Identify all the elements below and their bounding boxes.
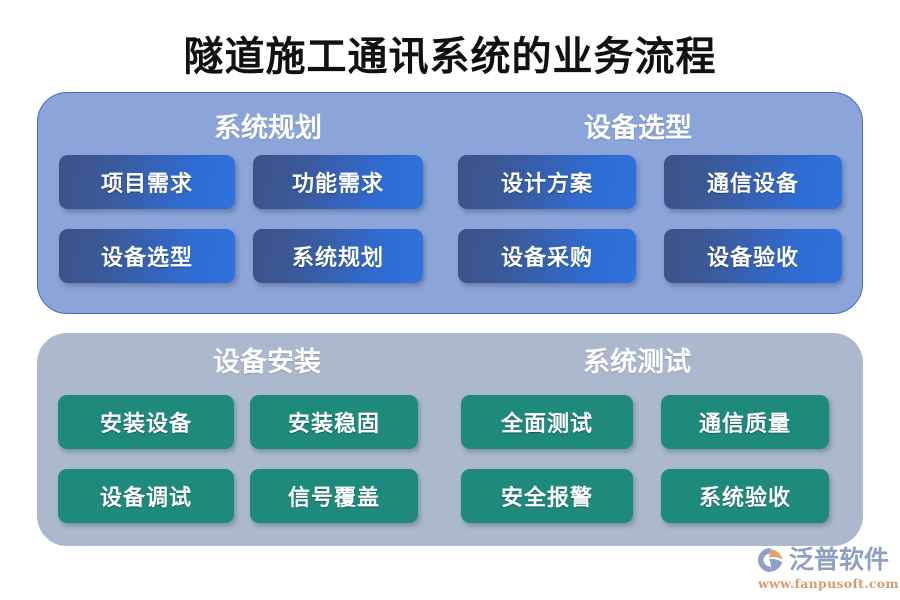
card-project-requirements[interactable]: 项目需求: [59, 155, 235, 209]
card-label: 通信质量: [698, 411, 791, 437]
brand-logo: 泛普软件 www.fanpusoft.com: [756, 545, 899, 593]
card-label: 安装稳固: [287, 411, 380, 437]
card-equipment-acceptance[interactable]: 设备验收: [664, 229, 842, 283]
card-install-equipment[interactable]: 安装设备: [58, 395, 234, 449]
card-label: 设备调试: [99, 485, 192, 511]
card-install-stability[interactable]: 安装稳固: [250, 395, 418, 449]
card-label: 功能需求: [291, 171, 384, 197]
group-header-equipment-selection: 设备选型: [584, 113, 692, 144]
brand-name: 泛普软件: [789, 545, 890, 574]
card-communication-equipment[interactable]: 通信设备: [664, 155, 842, 209]
card-safety-alarm[interactable]: 安全报警: [461, 469, 633, 523]
card-design-scheme[interactable]: 设计方案: [458, 155, 636, 209]
brand-logo-row: 泛普软件: [756, 545, 892, 575]
brand-url: www.fanpusoft.com: [758, 576, 899, 591]
card-label: 安装设备: [99, 411, 192, 437]
card-label: 设备采购: [500, 245, 593, 271]
card-label: 设备选型: [100, 245, 193, 271]
card-system-planning[interactable]: 系统规划: [253, 229, 423, 283]
group-header-equipment-installation: 设备安装: [213, 347, 321, 378]
card-system-acceptance[interactable]: 系统验收: [661, 469, 829, 523]
card-label: 设备验收: [706, 245, 799, 271]
card-equipment-selection[interactable]: 设备选型: [59, 229, 235, 283]
card-label: 系统验收: [698, 485, 791, 511]
card-communication-quality[interactable]: 通信质量: [661, 395, 829, 449]
card-comprehensive-testing[interactable]: 全面测试: [461, 395, 633, 449]
panel-planning: 系统规划 设备选型 项目需求 功能需求 设备选型 系统规划 设计方案 通信设备 …: [37, 92, 863, 314]
card-label: 信号覆盖: [287, 485, 380, 511]
card-equipment-procurement[interactable]: 设备采购: [458, 229, 636, 283]
card-label: 安全报警: [500, 485, 593, 511]
fanpu-swirl-logo-icon: [756, 546, 786, 574]
panel-installation: 设备安装 系统测试 安装设备 安装稳固 设备调试 信号覆盖 全面测试 通信质量 …: [37, 333, 863, 546]
card-equipment-debugging[interactable]: 设备调试: [58, 469, 234, 523]
page-title: 隧道施工通讯系统的业务流程: [183, 33, 717, 80]
card-label: 全面测试: [500, 411, 593, 437]
card-label: 系统规划: [291, 245, 384, 271]
group-header-system-planning: 系统规划: [214, 113, 322, 144]
card-label: 设计方案: [500, 171, 593, 197]
card-label: 通信设备: [706, 171, 799, 197]
card-signal-coverage[interactable]: 信号覆盖: [250, 469, 418, 523]
group-header-system-testing: 系统测试: [583, 347, 691, 378]
card-function-requirements[interactable]: 功能需求: [253, 155, 423, 209]
card-label: 项目需求: [100, 171, 193, 197]
